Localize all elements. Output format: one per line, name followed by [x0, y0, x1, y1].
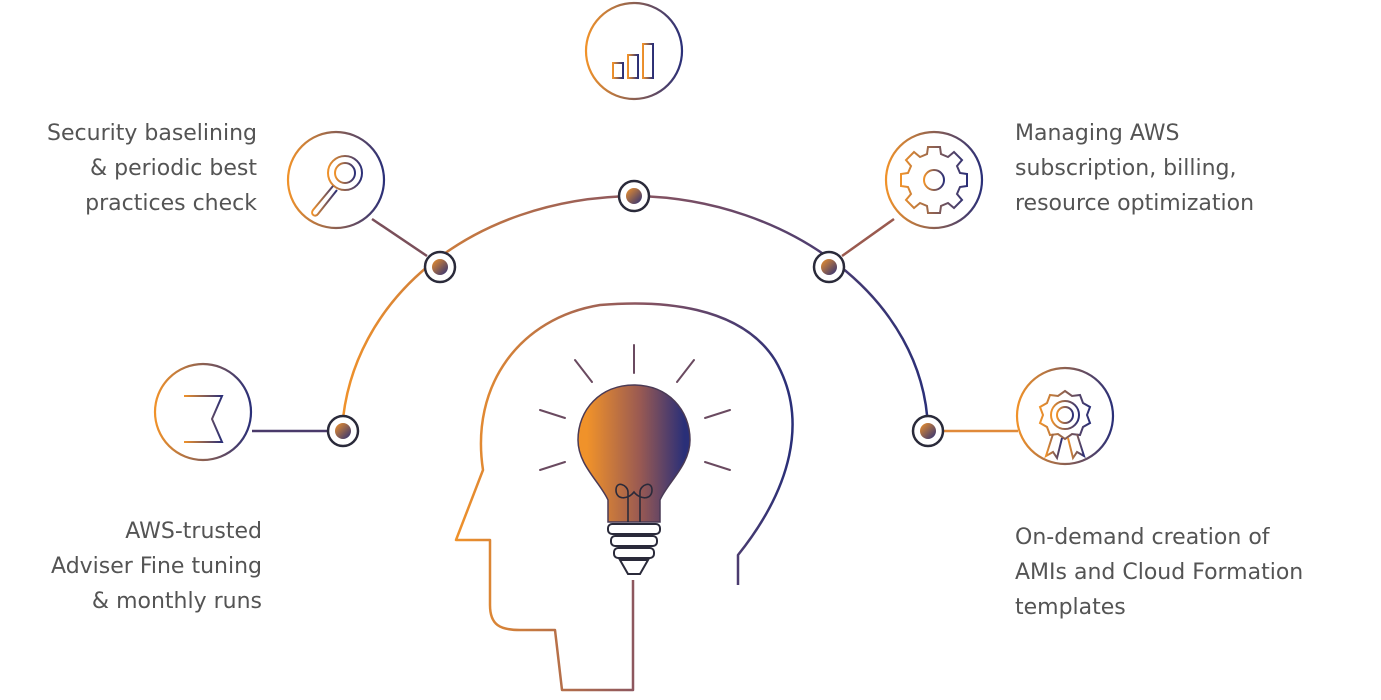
- managing-label-line-3: resource optimization: [1015, 190, 1255, 216]
- node-dot-security: [423, 250, 457, 284]
- aws-adviser-label-line-1: AWS-trusted: [125, 519, 262, 544]
- connector-security: [371, 217, 428, 258]
- ondemand-label: On-demand creation of AMIs and Cloud For…: [1015, 521, 1303, 625]
- managing-label-line-1: Managing AWS: [1015, 121, 1180, 146]
- aws-adviser-label: AWS-trusted Adviser Fine tuning & monthl…: [0, 515, 262, 619]
- bulb-rays: [539, 344, 731, 471]
- ondemand-label-line-1: On-demand creation of: [1015, 525, 1270, 550]
- bar-chart-icon: [584, 1, 684, 101]
- head-outline: [454, 302, 794, 692]
- aws-adviser-label-line-3: & monthly runs: [91, 588, 262, 614]
- security-label-line-1: Security baselining: [47, 121, 257, 146]
- managing-label: Managing AWS subscription, billing, reso…: [1015, 117, 1254, 221]
- aws-adviser-label-line-2: Adviser Fine tuning: [51, 553, 262, 579]
- lightbulb-icon: [577, 384, 691, 575]
- security-label-line-2: & periodic best: [89, 155, 257, 181]
- ondemand-label-line-2: AMIs and Cloud Formation: [1015, 559, 1304, 585]
- node-dot-ondemand: [911, 414, 945, 448]
- gear-icon: [884, 130, 984, 230]
- managing-label-line-2: subscription, billing,: [1015, 155, 1237, 181]
- flag-icon: [153, 362, 253, 462]
- node-dot-managing: [812, 250, 846, 284]
- security-label-line-3: practices check: [85, 190, 257, 216]
- node-dot-analytics: [617, 179, 651, 213]
- connector-managing: [841, 217, 895, 258]
- ondemand-label-line-3: templates: [1015, 594, 1126, 620]
- node-dot-aws-adviser: [326, 414, 360, 448]
- magnifier-icon: [286, 130, 386, 230]
- security-label: Security baselining & periodic best prac…: [0, 117, 257, 221]
- award-badge-icon: [1015, 366, 1115, 466]
